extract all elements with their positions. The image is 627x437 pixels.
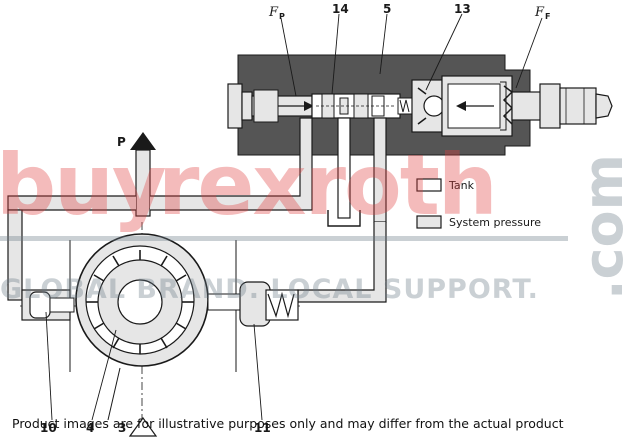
label-force-f-sub: F: [545, 12, 550, 21]
adjustment-screw: [511, 83, 613, 129]
label-11: 11: [254, 421, 271, 435]
watermark-buy: buy: [0, 136, 166, 234]
label-3: 3: [118, 421, 126, 435]
legend-tank-label: Tank: [448, 179, 475, 192]
pressure-port-arrow: [130, 132, 156, 150]
watermark-underline: [0, 236, 568, 241]
label-4: 4: [86, 421, 94, 435]
suction-port-arrow: [128, 416, 158, 437]
shaft: [117, 279, 163, 325]
watermark-rexroth: rexroth: [158, 136, 496, 234]
legend-pressure-swatch: [416, 215, 442, 229]
watermark-tagline: GLOBAL BRAND. LOCAL SUPPORT.: [0, 274, 539, 305]
legend-tank-swatch: [416, 178, 442, 192]
ball-seat: [411, 79, 445, 133]
label-force-p: F: [268, 5, 279, 20]
leader-lines: [45, 13, 543, 421]
label-pressure-port: P: [117, 135, 126, 149]
inlet-plug: [227, 83, 243, 129]
legend: Tank System pressure: [416, 178, 541, 229]
tank-drain: [327, 117, 361, 227]
pressure-lines: [7, 117, 387, 303]
label-5: 5: [383, 2, 391, 16]
control-spool: [311, 93, 401, 119]
label-force-f: F: [534, 5, 545, 20]
label-13: 13: [454, 2, 471, 16]
vane-pump: [20, 222, 300, 437]
label-14: 14: [332, 2, 349, 16]
label-force-p-sub: P: [279, 12, 285, 21]
label-10: 10: [40, 421, 57, 435]
disclaimer-text: Product images are for illustrative purp…: [12, 416, 564, 431]
large-piston: [207, 281, 299, 327]
legend-pressure-label: System pressure: [449, 216, 541, 229]
control-spring: [397, 97, 413, 115]
small-piston: [21, 289, 75, 321]
vanes: [86, 250, 194, 354]
watermark-domain: .com: [572, 154, 627, 300]
spring-cap: [441, 75, 514, 137]
watermark: buy rexroth GLOBAL BRAND. LOCAL SUPPORT.…: [0, 136, 627, 305]
